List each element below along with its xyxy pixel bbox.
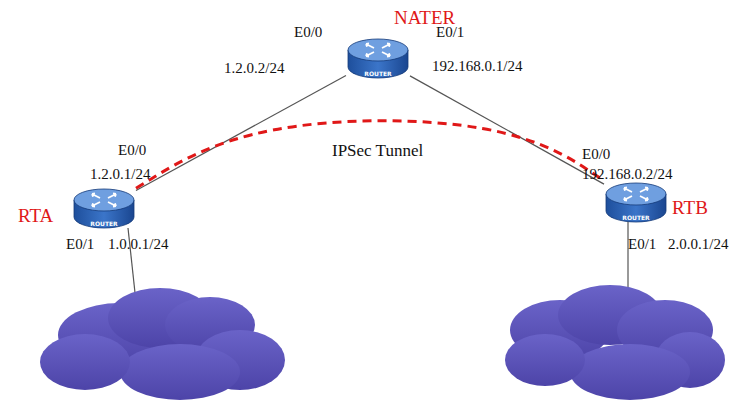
interface-label: E0/0 bbox=[118, 142, 146, 159]
icon-label: ROUTER bbox=[72, 221, 136, 227]
interface-label: E0/1 bbox=[436, 24, 464, 41]
interface-label: E0/1 bbox=[66, 236, 94, 253]
router: ROUTERRTB bbox=[604, 180, 668, 224]
interface-label: E0/0 bbox=[294, 24, 322, 41]
icon-label: ROUTER bbox=[346, 71, 410, 77]
router: ROUTERRTA bbox=[72, 186, 136, 230]
interface-label: 1.0.0.1/24 bbox=[108, 236, 168, 253]
router-name: RTB bbox=[672, 198, 708, 217]
network-cloud bbox=[40, 288, 285, 400]
interface-label: E0/1 bbox=[628, 236, 656, 253]
interface-label: E0/0 bbox=[582, 146, 610, 163]
router: ROUTERNATER bbox=[346, 36, 410, 80]
link-line bbox=[136, 76, 346, 191]
interface-label: 1.2.0.1/24 bbox=[90, 166, 150, 183]
interface-label: 1.2.0.2/24 bbox=[224, 60, 284, 77]
interface-label: 192.168.0.1/24 bbox=[432, 58, 522, 75]
network-cloud bbox=[505, 285, 725, 400]
router-name: RTA bbox=[18, 206, 53, 225]
icon-label: ROUTER bbox=[604, 215, 668, 221]
edge-label: IPSec Tunnel bbox=[330, 142, 425, 161]
interface-label: 2.0.0.1/24 bbox=[668, 236, 728, 253]
ipsec-tunnel bbox=[136, 121, 604, 189]
interface-label: 192.168.0.2/24 bbox=[582, 166, 672, 183]
link-line bbox=[410, 76, 604, 184]
